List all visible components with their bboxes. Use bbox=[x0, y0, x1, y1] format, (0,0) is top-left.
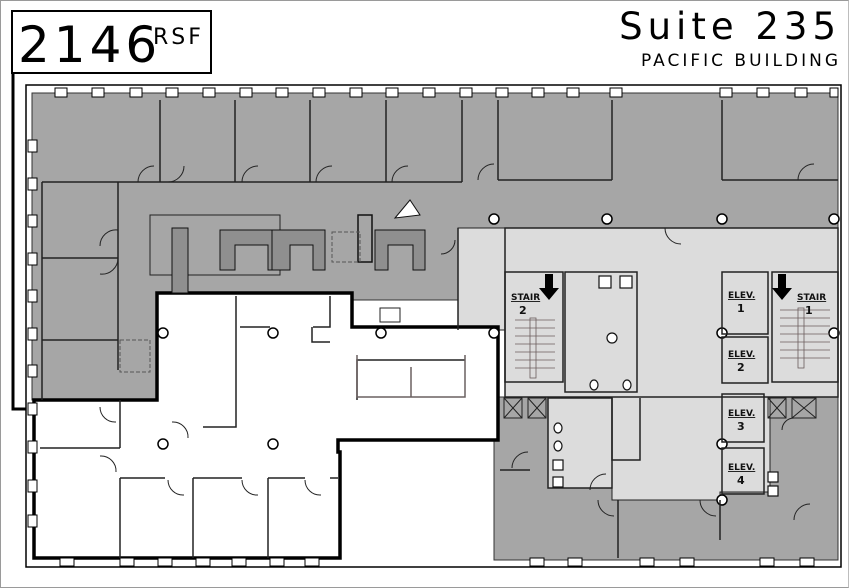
elevator-4-label: ELEV. bbox=[728, 463, 755, 473]
shaft-x-marks bbox=[503, 397, 817, 419]
workstation-cluster bbox=[119, 199, 426, 373]
elevator-2-number: 2 bbox=[737, 361, 745, 374]
window-mullions-top bbox=[54, 87, 839, 98]
door-swings-core bbox=[440, 227, 811, 521]
north-offices-walls bbox=[41, 100, 838, 400]
southeast-walls bbox=[457, 228, 721, 558]
window-mullions-bottom bbox=[59, 557, 815, 567]
elevator-1-number: 1 bbox=[737, 302, 745, 315]
suite-title-block: Suite 235 PACIFIC BUILDING bbox=[619, 6, 841, 72]
structural-columns bbox=[157, 213, 840, 506]
elevator-4-number: 4 bbox=[737, 474, 745, 487]
rsf-callout: 2146 RSF bbox=[11, 10, 212, 74]
stair-2-label: STAIR bbox=[511, 293, 540, 303]
elevator-3-number: 3 bbox=[737, 420, 745, 433]
building-name: PACIFIC BUILDING bbox=[640, 51, 841, 71]
stair-1-number: 1 bbox=[805, 304, 813, 317]
reception-counter bbox=[356, 355, 466, 398]
rsf-unit: RSF bbox=[153, 25, 204, 50]
stair-down-arrows bbox=[539, 274, 792, 300]
rsf-value: 2146 bbox=[18, 16, 162, 74]
elevator-1-label: ELEV. bbox=[728, 291, 755, 301]
door-swings-suite bbox=[99, 406, 322, 496]
core-walls bbox=[504, 227, 839, 495]
elevator-2-label: ELEV. bbox=[728, 350, 755, 360]
restroom-fixtures bbox=[552, 275, 779, 497]
stair-1-label: STAIR bbox=[797, 293, 826, 303]
elevator-3-label: ELEV. bbox=[728, 409, 755, 419]
door-swings-north bbox=[99, 163, 815, 275]
window-mullions-left bbox=[27, 139, 38, 528]
suite-title: Suite 235 bbox=[619, 5, 841, 48]
stair-treads bbox=[515, 307, 830, 379]
stair-2-number: 2 bbox=[519, 304, 527, 317]
